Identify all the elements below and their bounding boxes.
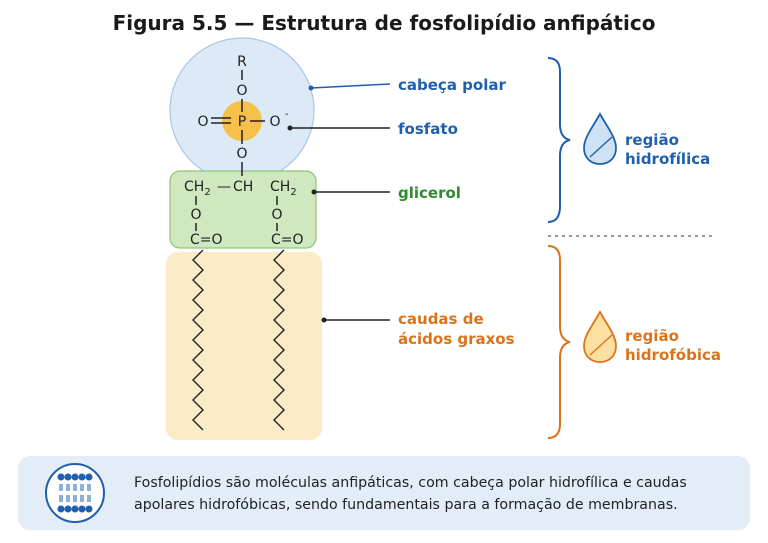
- info-box: Fosfolipídios são moléculas anfipáticas,…: [18, 456, 750, 530]
- label-glycerol: glicerol: [398, 184, 461, 202]
- label-tails-line1: caudas de: [398, 310, 484, 328]
- fatty-acid-tail-left: [192, 249, 204, 431]
- water-drop-icon: [583, 112, 617, 165]
- oxygen-top: O: [236, 83, 247, 99]
- phosphorus: P: [238, 114, 246, 130]
- info-text: Fosfolipídios são moléculas anfipáticas,…: [134, 475, 687, 513]
- label-phosphate: fosfato: [398, 120, 458, 138]
- ester-oxygen-left: O: [190, 207, 201, 223]
- oxygen-negative: O: [269, 114, 280, 130]
- ch-center: CH: [233, 179, 253, 195]
- carbonyl-right: C=O: [271, 232, 304, 248]
- glycerol-box: [169, 170, 317, 249]
- region-hydrophobic-line1: região: [625, 327, 679, 345]
- region-hydrophobic-line2: hidrofóbica: [625, 346, 721, 364]
- oxygen-double: O: [197, 114, 208, 130]
- figure-title: Figura 5.5 — Estrutura de fosfolipídio a…: [113, 11, 656, 35]
- fatty-acid-tail-right: [273, 249, 285, 431]
- oil-drop-icon: [583, 310, 617, 363]
- membrane-bilayer-icon: [45, 463, 105, 523]
- ch2-left: CH2: [184, 179, 211, 198]
- label-polar-head: cabeça polar: [398, 76, 506, 94]
- phosphate-circle: [222, 101, 262, 141]
- bond-dash: —: [217, 179, 231, 195]
- negative-charge: -: [285, 109, 289, 120]
- pointer-polar-head: [310, 83, 391, 89]
- ch2-right: CH2: [270, 179, 297, 198]
- hydrophilic-brace: [547, 57, 571, 223]
- region-hydrophilic-line2: hidrofílica: [625, 150, 710, 168]
- r-group: R: [237, 54, 247, 70]
- label-tails-line2: ácidos graxos: [398, 330, 515, 348]
- carbonyl-left: C=O: [190, 232, 223, 248]
- fatty-acid-tails-box: [166, 252, 322, 440]
- oxygen-bottom: O: [236, 146, 247, 162]
- region-hydrophilic-line1: região: [625, 131, 679, 149]
- ester-oxygen-right: O: [271, 207, 282, 223]
- hydrophobic-brace: [547, 245, 571, 439]
